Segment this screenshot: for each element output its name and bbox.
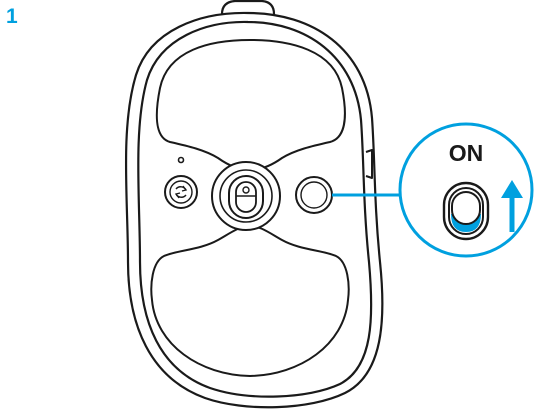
zoomed-power-switch (442, 181, 490, 241)
mouse-side-notch (365, 149, 373, 179)
connect-button-icon (164, 175, 198, 209)
status-led (177, 156, 185, 164)
mouse-inner-shell (137, 20, 373, 398)
step-number: 1 (6, 5, 18, 28)
callout-label: ON (449, 140, 484, 166)
optical-sensor-icon (211, 161, 281, 231)
up-arrow-icon (501, 180, 523, 232)
lower-glide-pad (150, 224, 350, 378)
power-switch-icon (295, 176, 333, 214)
on-callout: ON (398, 122, 534, 258)
